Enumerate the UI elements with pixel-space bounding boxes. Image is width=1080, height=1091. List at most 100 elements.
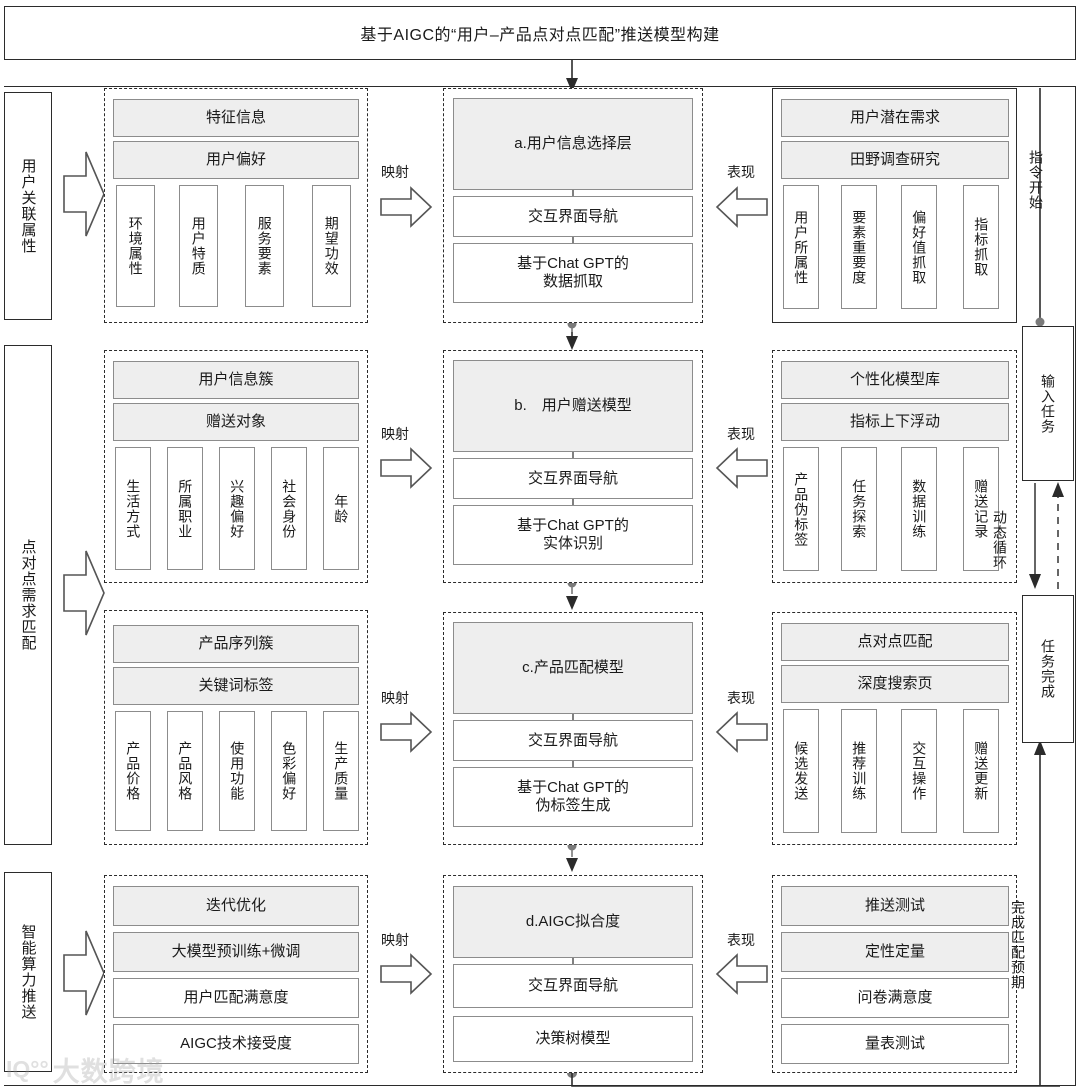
center-internal-links-row-4 [572,958,574,964]
right-item-row-1-2: 偏好值抓取 [901,185,937,309]
right-item-row-4-1: 量表测试 [781,1024,1009,1064]
right-header-row-2: 个性化模型库 [781,361,1009,399]
left-item-row-2-1: 所属职业 [167,447,203,570]
center-mid-row-3: 交互界面导航 [453,720,693,761]
center-bottom-row-4: 决策树模型 [453,1016,693,1062]
center-group-row-3: c.产品匹配模型 交互界面导航 基于Chat GPT的 伪标签生成 [443,612,703,845]
center-bottom-row-3: 基于Chat GPT的 伪标签生成 [453,767,693,827]
stage-box-row-4: 智能算力推送 [4,872,52,1072]
page-title-text: 基于AIGC的“用户–产品点对点匹配”推送模型构建 [360,27,720,44]
right-sub-row-2: 指标上下浮动 [781,403,1009,441]
right-group-row-3: 点对点匹配 深度搜索页 候选发送 推荐训练 交互操作 赠送更新 [772,612,1017,845]
manifest-label-row-1: 表现 [727,164,755,180]
mapping-label-row-3: 映射 [381,690,409,706]
left-group-row-3: 产品序列簇 关键词标签 产品价格 产品风格 使用功能 色彩偏好 生产质量 [104,610,368,845]
left-item-row-4-1: AIGC技术接受度 [113,1024,359,1064]
center-internal-links-row-3 [572,714,574,767]
center-bottom-row-2: 基于Chat GPT的 实体识别 [453,505,693,565]
right-item-row-2-2: 数据训练 [901,447,937,571]
right-item-row-3-0: 候选发送 [783,709,819,833]
left-item-row-3-1: 产品风格 [167,711,203,831]
right-item-row-3-1: 推荐训练 [841,709,877,833]
center-bottom-row-1: 基于Chat GPT的 数据抓取 [453,243,693,303]
center-group-row-2: b. 用户赠送模型 交互界面导航 基于Chat GPT的 实体识别 [443,350,703,583]
right-item-row-4-0: 问卷满意度 [781,978,1009,1018]
right-group-row-2: 个性化模型库 指标上下浮动 产品伪标签 任务探索 数据训练 赠送记录 [772,350,1017,583]
page-title: 基于AIGC的“用户–产品点对点匹配”推送模型构建 [4,6,1076,60]
mapping-label-row-4: 映射 [381,932,409,948]
right-item-row-2-3: 赠送记录 [963,447,999,571]
center-group-row-4: d.AIGC拟合度 交互界面导航 决策树模型 [443,875,703,1073]
right-group-row-4: 推送测试 定性定量 问卷满意度 量表测试 [772,875,1017,1073]
right-header-row-4: 推送测试 [781,886,1009,926]
right-item-row-1-0: 用户所属性 [783,185,819,309]
stage-box-row-2: 点对点需求匹配 [4,345,52,845]
mapping-label-row-2: 映射 [381,426,409,442]
left-item-row-3-3: 色彩偏好 [271,711,307,831]
manifest-arrow-row-3 [715,710,769,754]
left-header-row-4: 迭代优化 [113,886,359,926]
flow-label-finish: 完成匹配预期 [1010,900,1026,990]
left-group-row-4: 迭代优化 大模型预训练+微调 用户匹配满意度 AIGC技术接受度 [104,875,368,1073]
flow-box-input-task: 输入任务 [1022,326,1074,481]
stage-box-row-1: 用户关联属性 [4,92,52,320]
mapping-arrow-row-2 [379,446,433,490]
mapping-arrow-row-4-stage [62,925,106,1021]
left-header-row-3: 产品序列簇 [113,625,359,663]
manifest-label-row-4: 表现 [727,932,755,948]
left-item-row-2-3: 社会身份 [271,447,307,570]
center-group-row-1: a.用户信息选择层 交互界面导航 基于Chat GPT的 数据抓取 [443,88,703,323]
right-sub-row-4: 定性定量 [781,932,1009,972]
manifest-label-row-3: 表现 [727,690,755,706]
left-item-row-4-0: 用户匹配满意度 [113,978,359,1018]
left-item-row-3-2: 使用功能 [219,711,255,831]
left-header-row-2: 用户信息簇 [113,361,359,399]
right-sub-row-3: 深度搜索页 [781,665,1009,703]
stage-label-row-4: 智能算力推送 [19,924,37,1020]
center-mid-row-1: 交互界面导航 [453,196,693,237]
right-group-row-1: 用户潜在需求 田野调查研究 用户所属性 要素重要度 偏好值抓取 指标抓取 [772,88,1017,323]
flow-label-loop: 动态循环 [992,510,1008,570]
left-header-row-1: 特征信息 [113,99,359,137]
left-item-row-1-3: 期望功效 [312,185,351,307]
mapping-arrow-row-3 [379,710,433,754]
manifest-arrow-row-4 [715,952,769,996]
left-item-row-3-0: 产品价格 [115,711,151,831]
right-header-row-3: 点对点匹配 [781,623,1009,661]
right-header-row-1: 用户潜在需求 [781,99,1009,137]
stage-label-row-1: 用户关联属性 [19,158,37,254]
left-item-row-1-1: 用户特质 [179,185,218,307]
right-item-row-2-1: 任务探索 [841,447,877,571]
left-sub-row-2: 赠送对象 [113,403,359,441]
right-item-row-2-0: 产品伪标签 [783,447,819,571]
right-sub-row-1: 田野调查研究 [781,141,1009,179]
left-item-row-3-4: 生产质量 [323,711,359,831]
right-item-row-1-3: 指标抓取 [963,185,999,309]
flow-label-start: 指令开始 [1028,150,1044,210]
center-header-row-2: b. 用户赠送模型 [453,360,693,452]
left-sub-row-3: 关键词标签 [113,667,359,705]
center-header-row-4: d.AIGC拟合度 [453,886,693,958]
manifest-arrow-row-2 [715,446,769,490]
center-mid-row-2: 交互界面导航 [453,458,693,499]
right-item-row-3-3: 赠送更新 [963,709,999,833]
center-internal-links-row-1 [572,190,574,243]
center-header-row-3: c.产品匹配模型 [453,622,693,714]
left-item-row-2-4: 年龄 [323,447,359,570]
left-sub-row-1: 用户偏好 [113,141,359,179]
center-mid-row-4: 交互界面导航 [453,964,693,1008]
left-item-row-1-0: 环境属性 [116,185,155,307]
mapping-arrow-row-4 [379,952,433,996]
center-header-row-1: a.用户信息选择层 [453,98,693,190]
center-internal-links-row-2 [572,452,574,505]
mapping-label-row-1: 映射 [381,164,409,180]
left-group-row-1: 特征信息 用户偏好 环境属性 用户特质 服务要素 期望功效 [104,88,368,323]
left-item-row-1-2: 服务要素 [245,185,284,307]
right-item-row-3-2: 交互操作 [901,709,937,833]
mapping-arrow-row-1 [379,185,433,229]
left-item-row-2-0: 生活方式 [115,447,151,570]
flow-box-task-done: 任务完成 [1022,595,1074,743]
left-item-row-2-2: 兴趣偏好 [219,447,255,570]
left-group-row-2: 用户信息簇 赠送对象 生活方式 所属职业 兴趣偏好 社会身份 年龄 [104,350,368,583]
mapping-arrow-row-1-stage [62,146,106,242]
